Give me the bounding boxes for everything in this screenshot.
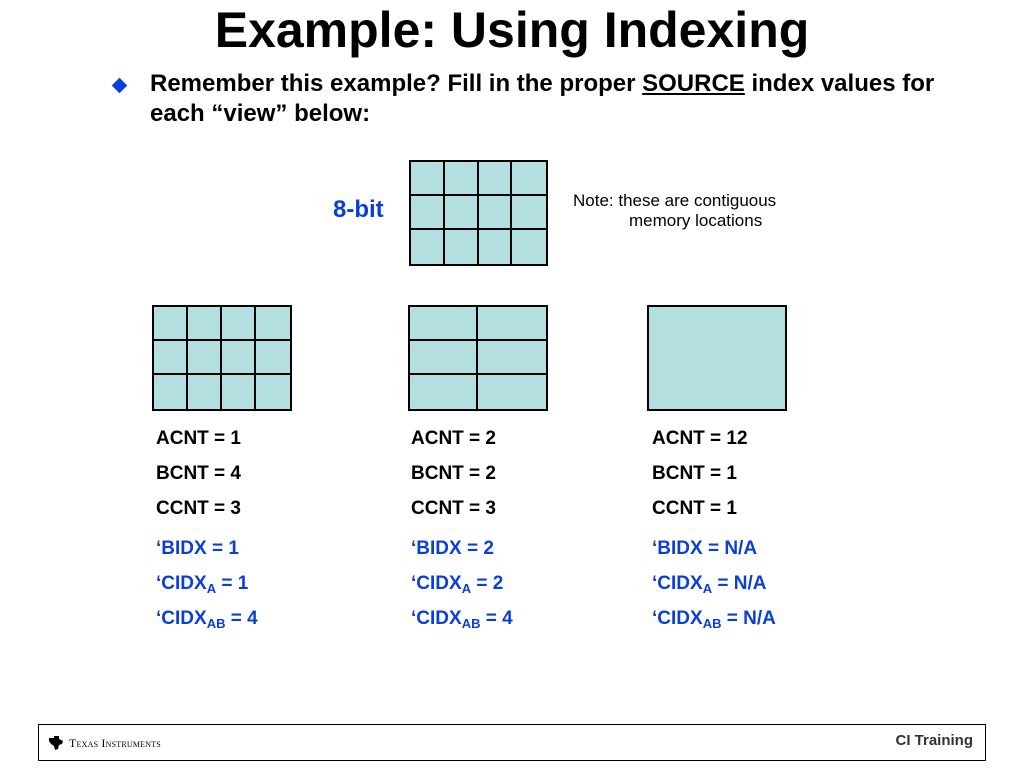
cidxa-value: ‘CIDXA = N/A xyxy=(652,573,767,596)
bidx-value: ‘BIDX = 1 xyxy=(156,538,239,559)
cidxab-value: ‘CIDXAB = N/A xyxy=(652,608,776,631)
view-cell xyxy=(222,341,256,375)
view-cell xyxy=(478,341,546,375)
view-cell xyxy=(222,307,256,341)
cidxab-value: ‘CIDXAB = 4 xyxy=(156,608,258,631)
view-cell xyxy=(188,307,222,341)
bcnt-value: BCNT = 4 xyxy=(156,463,241,484)
note-line-1: Note: these are contiguous xyxy=(573,191,777,210)
memory-cell xyxy=(512,162,546,196)
view-cell xyxy=(649,307,785,409)
source-label-8bit: 8-bit xyxy=(333,196,384,223)
view-cell xyxy=(154,341,188,375)
memory-cell xyxy=(411,162,445,196)
ccnt-value: CCNT = 3 xyxy=(156,498,241,519)
view-cell xyxy=(154,307,188,341)
bullet-text: Remember this example? Fill in the prope… xyxy=(150,69,970,129)
view-cell xyxy=(222,375,256,409)
bullet-text-end: index values for each “view” below: xyxy=(150,70,935,127)
view-cell xyxy=(256,375,290,409)
contiguous-note: Note: these are contiguous memory locati… xyxy=(573,191,776,231)
bcnt-value: BCNT = 1 xyxy=(652,463,737,484)
view-cell xyxy=(256,307,290,341)
memory-cell xyxy=(512,196,546,230)
view-cell xyxy=(478,307,546,341)
slide-footer: Texas Instruments CI Training xyxy=(38,724,986,761)
memory-cell xyxy=(478,196,513,230)
view-cell xyxy=(410,375,478,409)
memory-cell xyxy=(479,230,513,264)
texas-instruments-logo-icon xyxy=(49,736,63,750)
ci-training-label: CI Training xyxy=(895,732,973,749)
view-cell xyxy=(478,375,546,409)
view-params-a: ACNT = 1 BCNT = 4 CCNT = 3 ‘BIDX = 1 ‘CI… xyxy=(156,421,258,636)
cidxa-value: ‘CIDXA = 1 xyxy=(156,573,249,596)
bullet-text-source: SOURCE xyxy=(642,70,745,97)
cidxa-value: ‘CIDXA = 2 xyxy=(411,573,504,596)
bullet-text-start: Remember this example? Fill in the prope… xyxy=(150,70,643,97)
bidx-value: ‘BIDX = 2 xyxy=(411,538,494,559)
memory-cell xyxy=(478,162,513,196)
view-cell xyxy=(410,307,478,341)
ccnt-value: CCNT = 1 xyxy=(652,498,737,519)
cidxab-value: ‘CIDXAB = 4 xyxy=(411,608,513,631)
view-cell xyxy=(410,341,478,375)
memory-cell xyxy=(411,196,445,230)
view-grid-b xyxy=(408,305,548,411)
view-cell xyxy=(256,341,290,375)
view-grid-c xyxy=(647,305,787,411)
view-cell xyxy=(188,341,222,375)
view-params-b: ACNT = 2 BCNT = 2 CCNT = 3 ‘BIDX = 2 ‘CI… xyxy=(411,421,513,636)
memory-cell xyxy=(445,230,479,264)
note-line-2: memory locations xyxy=(629,211,763,230)
acnt-value: ACNT = 2 xyxy=(411,428,496,449)
acnt-value: ACNT = 12 xyxy=(652,428,748,449)
memory-cell xyxy=(512,230,546,264)
view-cell xyxy=(188,375,222,409)
view-cell xyxy=(154,375,188,409)
memory-cell xyxy=(444,196,479,230)
company-name: Texas Instruments xyxy=(69,736,161,750)
view-grid-a xyxy=(152,305,292,411)
slide-title: Example: Using Indexing xyxy=(214,2,810,58)
acnt-value: ACNT = 1 xyxy=(156,428,241,449)
source-memory-grid xyxy=(409,160,548,266)
diamond-bullet-icon xyxy=(111,77,128,94)
ccnt-value: CCNT = 3 xyxy=(411,498,496,519)
bidx-value: ‘BIDX = N/A xyxy=(652,538,758,559)
bcnt-value: BCNT = 2 xyxy=(411,463,496,484)
view-params-c: ACNT = 12 BCNT = 1 CCNT = 1 ‘BIDX = N/A … xyxy=(652,421,776,636)
memory-cell xyxy=(411,230,445,264)
memory-cell xyxy=(444,162,479,196)
